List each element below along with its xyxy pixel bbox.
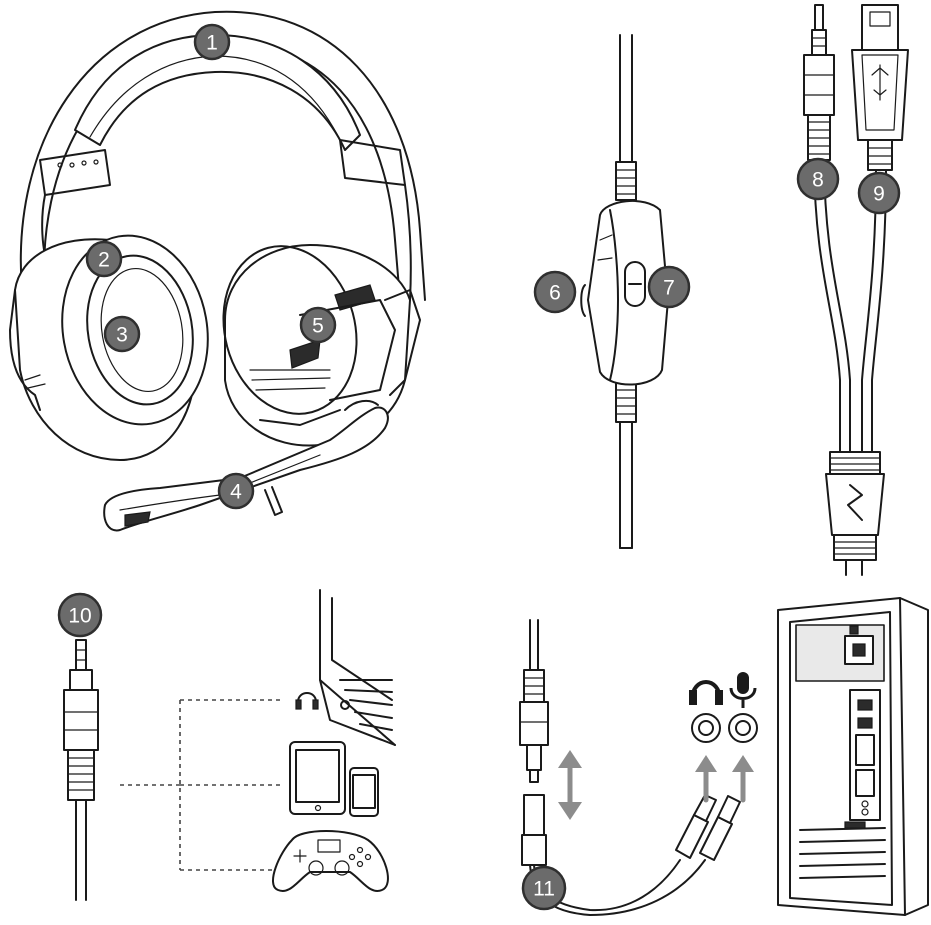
- compatible-devices: [63, 589, 396, 901]
- headset-illustration: [9, 10, 426, 532]
- small-headphone-icon: [297, 692, 317, 703]
- svg-text:8: 8: [812, 169, 824, 192]
- callout-5: 5: [299, 306, 337, 344]
- svg-text:3: 3: [116, 324, 128, 347]
- svg-text:10: 10: [68, 605, 91, 628]
- svg-text:1: 1: [206, 32, 218, 55]
- svg-text:4: 4: [230, 481, 242, 504]
- pc-connection: [519, 597, 929, 916]
- callout-4: 4: [217, 472, 255, 510]
- svg-text:5: 5: [312, 315, 324, 338]
- usb-icon: [871, 64, 889, 101]
- callout-9: 9: [857, 171, 901, 215]
- callout-10: 10: [57, 592, 103, 638]
- inline-volume-control: [580, 34, 669, 549]
- callout-3: 3: [103, 315, 141, 353]
- svg-text:7: 7: [663, 277, 675, 300]
- svg-text:9: 9: [873, 183, 885, 206]
- cable-connectors: [803, 4, 909, 576]
- headphones-icon: [689, 680, 723, 705]
- callout-11: 11: [521, 865, 567, 911]
- callout-6: 6: [533, 270, 577, 314]
- svg-text:11: 11: [533, 878, 555, 901]
- brand-logo-icon: [847, 484, 863, 521]
- callout-2: 2: [85, 240, 123, 278]
- microphone-icon: [729, 672, 757, 708]
- callout-8: 8: [796, 157, 840, 201]
- callout-7: 7: [647, 265, 691, 309]
- svg-text:2: 2: [98, 249, 110, 272]
- callout-1: 1: [193, 23, 231, 61]
- svg-text:6: 6: [549, 282, 561, 305]
